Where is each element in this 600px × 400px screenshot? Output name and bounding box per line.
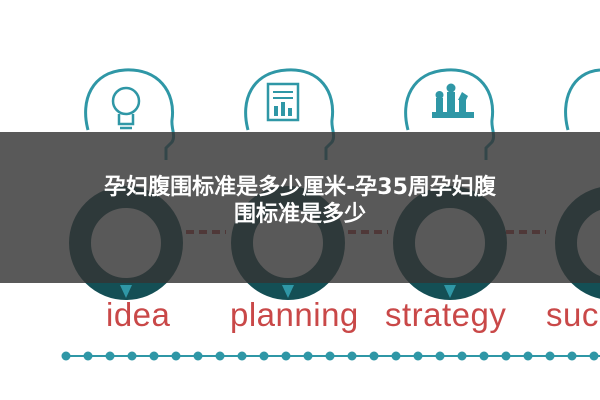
ring-pointer <box>282 285 294 298</box>
page-title: 孕妇腹围标准是多少厘米-孕35周孕妇腹 围标准是多少 <box>20 174 580 228</box>
timeline-dot <box>325 351 335 361</box>
timeline-dot <box>303 351 313 361</box>
timeline-dot <box>149 351 159 361</box>
timeline-dot <box>501 351 511 361</box>
timeline-dot <box>413 351 423 361</box>
timeline <box>61 351 600 361</box>
stage-label-success: succ <box>546 296 600 333</box>
timeline-dot <box>215 351 225 361</box>
timeline-dot <box>523 351 533 361</box>
timeline-dot <box>545 351 555 361</box>
title-overlay <box>0 132 600 283</box>
timeline-dot <box>127 351 137 361</box>
ring-pointer <box>444 285 456 298</box>
timeline-dot <box>259 351 269 361</box>
timeline-dot <box>589 351 599 361</box>
document-chart-icon <box>266 82 300 122</box>
timeline-dot <box>237 351 247 361</box>
stage-label-planning: planning <box>230 296 359 333</box>
timeline-dot <box>193 351 203 361</box>
timeline-dot <box>479 351 489 361</box>
timeline-dot <box>83 351 93 361</box>
timeline-dot <box>61 351 71 361</box>
timeline-dot <box>347 351 357 361</box>
chess-pieces-icon <box>432 83 474 118</box>
timeline-dot <box>171 351 181 361</box>
timeline-dot <box>457 351 467 361</box>
timeline-dot <box>435 351 445 361</box>
timeline-dot <box>567 351 577 361</box>
timeline-dots <box>61 351 599 361</box>
timeline-dot <box>105 351 115 361</box>
head-icon <box>564 68 600 131</box>
timeline-dot <box>369 351 379 361</box>
timeline-dot <box>281 351 291 361</box>
lightbulb-icon <box>111 86 141 130</box>
timeline-dot <box>391 351 401 361</box>
title-line-1: 孕妇腹围标准是多少厘米-孕35周孕妇腹 <box>104 175 496 200</box>
ring-pointer <box>120 285 132 298</box>
title-line-2: 围标准是多少 <box>233 202 366 227</box>
stage-label-strategy: strategy <box>385 296 507 333</box>
stage-label-idea: idea <box>106 296 171 333</box>
